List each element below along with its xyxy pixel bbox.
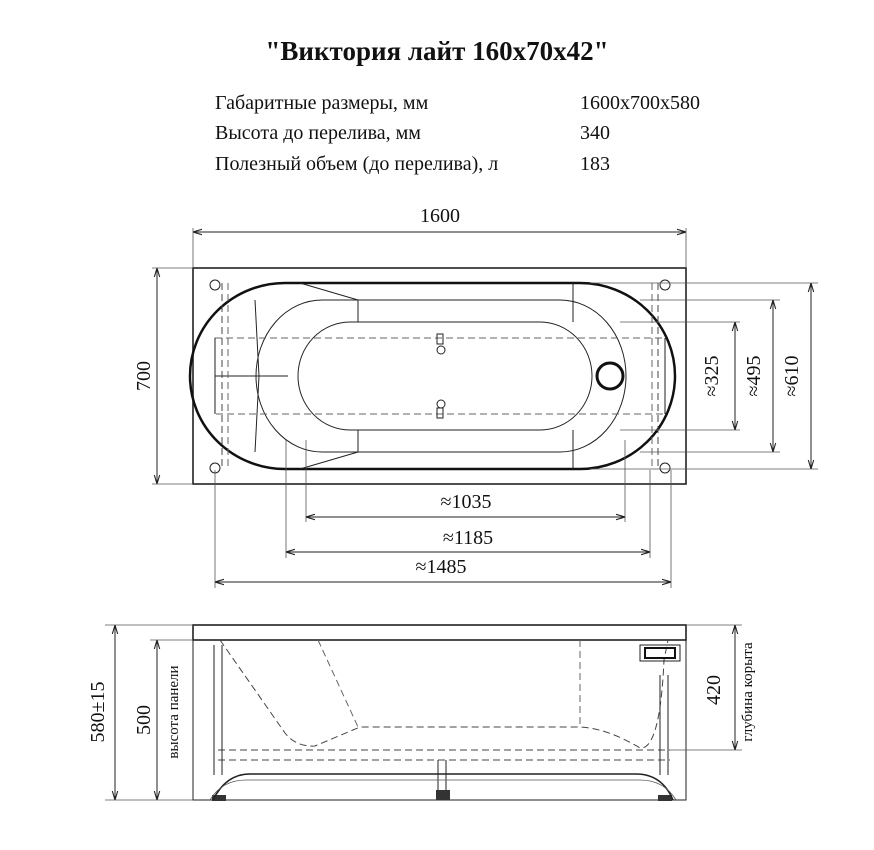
bowl-mid-edge	[255, 299, 627, 453]
dim-1185: ≈1185	[443, 527, 493, 549]
dim-panel-height: 500	[133, 705, 155, 735]
bathtub-rim-outline	[192, 267, 687, 485]
spec-label-overflow-height: Высота до перелива, мм	[215, 122, 421, 144]
bowl-bottom-edge	[297, 321, 593, 431]
side-view: 580±15 500 высота панели 420 глубина кор…	[87, 624, 756, 801]
dim-1035: ≈1035	[441, 491, 492, 513]
dim-610: ≈610	[781, 356, 803, 397]
dim-495: ≈495	[743, 356, 765, 397]
dim-325: ≈325	[701, 356, 723, 397]
spec-label-dimensions: Габаритные размеры, мм	[215, 92, 429, 114]
center-foot	[436, 790, 450, 800]
overflow-fitting	[644, 647, 676, 659]
right-foot	[658, 795, 672, 801]
dim-width: 700	[133, 361, 155, 391]
page-title: "Виктория лайт 160x70x42"	[265, 36, 609, 66]
dim-length: 1600	[420, 205, 460, 227]
top-view: 1600 700 ≈325 ≈495 ≈610 ≈1035 ≈1185 ≈148…	[133, 205, 818, 588]
overflow-drain	[595, 361, 625, 391]
dim-overall-height: 580±15	[87, 682, 109, 743]
spec-label-volume: Полезный объем (до перелива), л	[215, 153, 499, 175]
label-bowl-depth: глубина корыта	[740, 642, 756, 742]
spec-value-dimensions: 1600x700x580	[580, 92, 700, 114]
left-foot	[212, 795, 226, 801]
dim-bowl-depth: 420	[703, 675, 725, 705]
dim-1485: ≈1485	[416, 556, 467, 578]
label-panel-height: высота панели	[166, 665, 182, 758]
spec-value-overflow-height: 340	[580, 122, 610, 144]
spec-value-volume: 183	[580, 153, 610, 175]
